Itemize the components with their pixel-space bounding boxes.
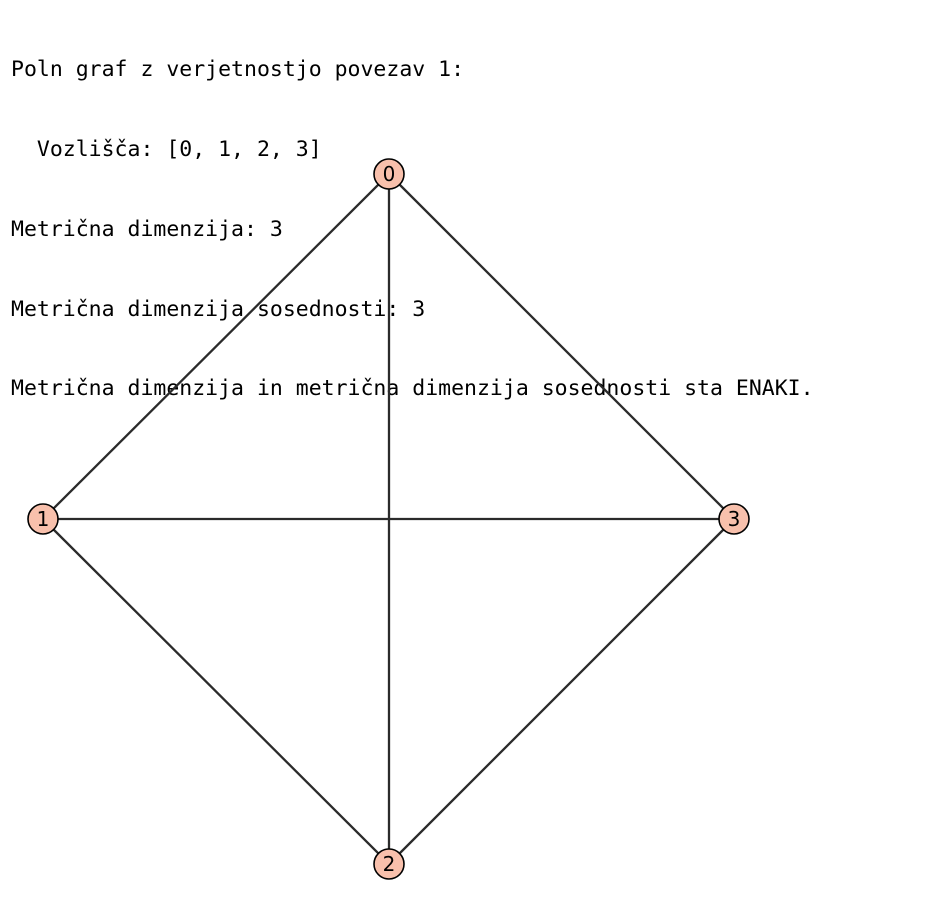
graph-vertices: 0 1 2 3 (27, 158, 750, 880)
vertex-circle (27, 503, 59, 535)
vertex-1: 1 (27, 503, 59, 535)
output-line-title: Poln graf z verjetnostjo povezav 1: (11, 57, 465, 83)
output-line-adjacency-dimension: Metrična dimenzija sosednosti: 3 (11, 296, 426, 322)
vertex-circle (373, 848, 405, 880)
edge-0-1 (42, 173, 390, 520)
graph-edges (42, 173, 735, 865)
vertex-label: 0 (383, 162, 396, 186)
vertex-0: 0 (373, 158, 405, 190)
vertex-3: 3 (718, 503, 750, 535)
vertex-circle (373, 158, 405, 190)
text-output: Poln graf z verjetnostjo povezav 1: Vozl… (11, 4, 814, 456)
edge-1-2 (42, 518, 390, 865)
vertex-2: 2 (373, 848, 405, 880)
vertex-label: 1 (37, 507, 50, 531)
edge-2-3 (388, 518, 735, 865)
vertex-label: 2 (383, 852, 396, 876)
output-line-conclusion: Metrična dimenzija in metrična dimenzija… (11, 376, 814, 402)
vertex-label: 3 (728, 507, 741, 531)
edge-0-3 (388, 173, 735, 520)
vertex-circle (718, 503, 750, 535)
output-line-metric-dimension: Metrična dimenzija: 3 (11, 216, 283, 242)
output-line-vertices: Vozlišča: [0, 1, 2, 3] (11, 136, 322, 162)
